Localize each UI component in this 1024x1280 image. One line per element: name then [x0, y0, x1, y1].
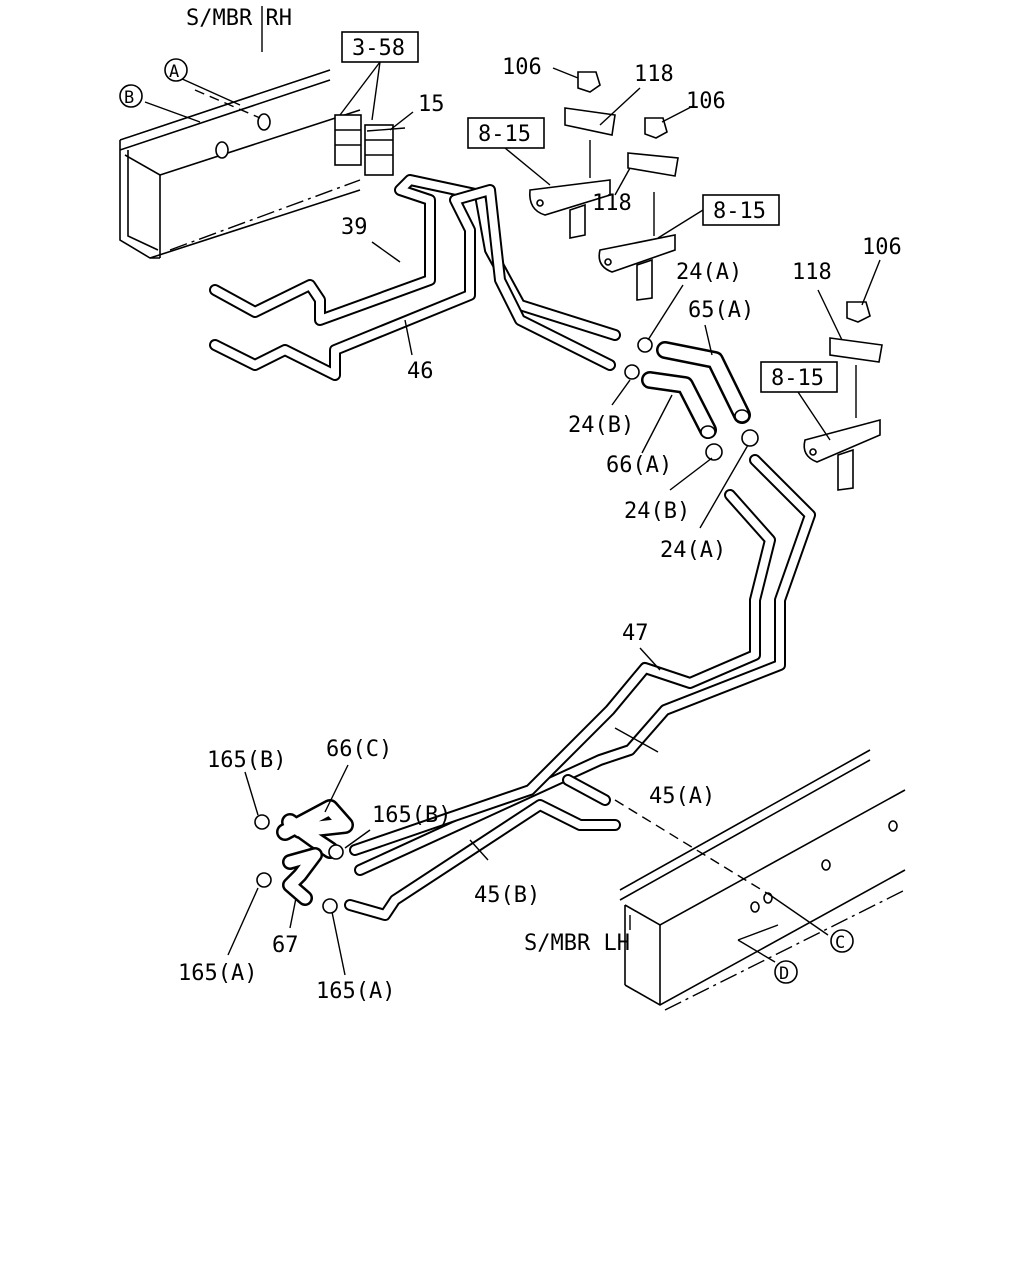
hose-67	[282, 847, 323, 906]
ref-circle-d: D	[774, 960, 798, 984]
pipe-45a	[349, 489, 776, 856]
hose-66a	[641, 371, 717, 439]
label-39: 39	[341, 215, 368, 240]
svg-text:8-15: 8-15	[478, 122, 531, 147]
svg-text:D: D	[779, 964, 789, 984]
svg-text:8-15: 8-15	[771, 366, 824, 391]
label-24b-top: 24(B)	[568, 413, 634, 438]
clip-15	[334, 114, 406, 176]
bracket-b	[598, 117, 679, 301]
svg-text:A: A	[169, 62, 179, 82]
label-118-c: 118	[792, 260, 832, 285]
label-106-b: 106	[686, 89, 726, 114]
pipe-45b	[344, 799, 621, 921]
label-46: 46	[407, 359, 434, 384]
pipe-46	[209, 184, 616, 381]
label-smbr-lh: S/MBR LH	[524, 931, 630, 956]
clamp-24-group	[624, 337, 759, 461]
label-smbr-rh: S/MBR RH	[186, 6, 292, 31]
svg-text:3-58: 3-58	[352, 36, 405, 61]
label-15: 15	[418, 92, 445, 117]
ref-box-8-15-b: 8-15	[657, 194, 780, 239]
part-labels: S/MBR RH S/MBR LH 106 118 106 15 118 39 …	[178, 6, 902, 1004]
label-45b: 45(B)	[474, 883, 540, 908]
bracket-a	[528, 71, 616, 239]
label-24b-mid: 24(B)	[624, 499, 690, 524]
leader-lines	[227, 67, 881, 976]
label-118-b: 118	[592, 191, 632, 216]
ref-box-8-15-c: 8-15	[760, 361, 838, 441]
label-65a: 65(A)	[688, 298, 754, 323]
side-member-rh	[119, 6, 361, 259]
label-66a: 66(A)	[606, 453, 672, 478]
ref-circle-b: B	[119, 84, 143, 108]
label-165b-a: 165(B)	[207, 748, 286, 773]
hose-66c	[276, 799, 354, 859]
pipe-47	[354, 454, 816, 876]
label-47: 47	[622, 621, 649, 646]
label-118-a: 118	[634, 62, 674, 87]
bracket-c	[803, 301, 883, 491]
label-106-a: 106	[502, 55, 542, 80]
label-45a: 45(A)	[649, 784, 715, 809]
ref-box-3-58: 3-58	[339, 31, 419, 121]
ref-circle-a: A	[164, 58, 188, 82]
label-66c: 66(C)	[326, 737, 392, 762]
label-106-c: 106	[862, 235, 902, 260]
hose-65a	[656, 341, 751, 424]
label-67: 67	[272, 933, 299, 958]
clamp-165-group	[254, 814, 344, 914]
ref-box-8-15-a: 8-15	[467, 117, 551, 186]
pipe-39	[209, 174, 621, 341]
svg-text:8-15: 8-15	[713, 199, 766, 224]
label-165a-b: 165(A)	[316, 979, 395, 1004]
label-165a-a: 165(A)	[178, 961, 257, 986]
label-165b-b: 165(B)	[372, 803, 451, 828]
label-24a-top: 24(A)	[676, 260, 742, 285]
ref-circle-c: C	[830, 929, 854, 953]
label-24a-mid: 24(A)	[660, 538, 726, 563]
svg-text:B: B	[124, 88, 134, 108]
side-member-lh	[614, 749, 906, 1011]
svg-text:C: C	[835, 933, 845, 953]
